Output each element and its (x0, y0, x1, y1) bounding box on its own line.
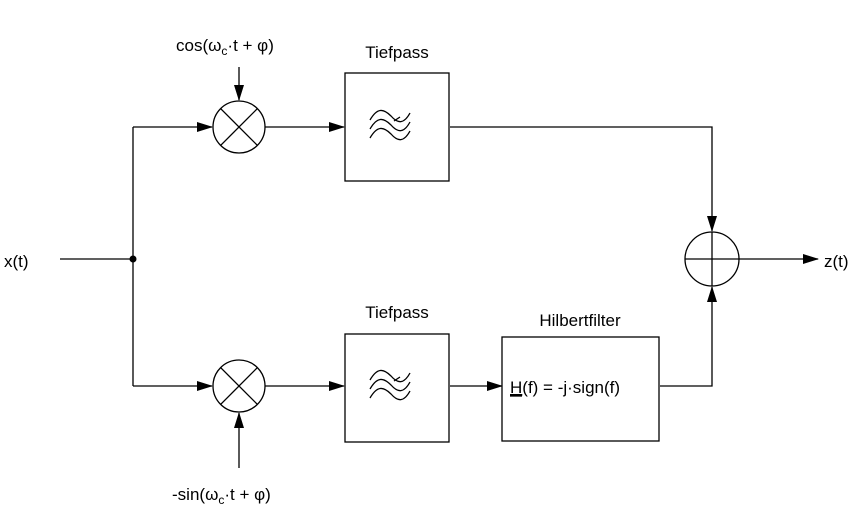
upper-lowpass-icon (369, 109, 411, 141)
lower-lowpass-title: Tiefpass (365, 303, 429, 322)
upper-mixer (212, 100, 266, 154)
lower-carrier-label: -sin(ωc·t + φ) (172, 485, 271, 507)
upper-to-adder-line (450, 126, 717, 232)
lower-mixer (212, 359, 266, 413)
upper-lowpass-title: Tiefpass (365, 43, 429, 62)
upper-carrier-rest: ·t + φ) (227, 36, 273, 55)
lower-lowpass-block (344, 333, 450, 443)
hilbert-title: Hilbertfilter (539, 311, 621, 330)
hilbert-formula-h: H (510, 378, 522, 397)
hilbert-block (501, 336, 660, 442)
adder (684, 231, 740, 287)
lower-carrier-func: -sin (172, 485, 199, 504)
upper-carrier-label: cos(ωc·t + φ) (176, 36, 274, 58)
upper-carrier-omega: ω (208, 36, 221, 55)
upper-carrier-func: cos (176, 36, 202, 55)
lower-lowpass-icon (369, 369, 411, 401)
output-label: z(t) (824, 252, 849, 271)
upper-lowpass-block (344, 72, 450, 182)
upper-carrier-subscript: c (221, 44, 227, 58)
lower-carrier-subscript: c (218, 493, 224, 507)
lower-carrier-rest: ·t + φ) (224, 485, 270, 504)
input-label: x(t) (4, 252, 29, 271)
hilbert-to-adder-line (660, 286, 717, 387)
lower-carrier-omega: ω (205, 485, 218, 504)
hilbert-formula-rest: (f) = -j·sign(f) (522, 378, 620, 397)
hilbert-formula: H(f) = -j·sign(f) (510, 378, 620, 397)
